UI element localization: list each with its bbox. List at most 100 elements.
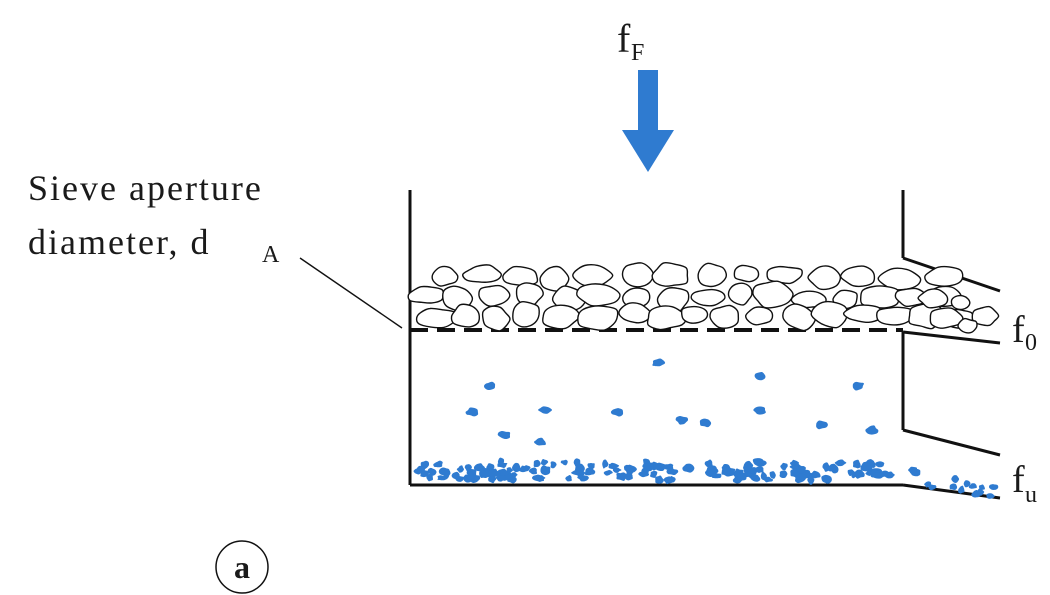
fine-particle <box>488 468 501 478</box>
fine-particle <box>666 468 679 476</box>
fine-particle <box>807 475 815 485</box>
fine-particle <box>816 420 828 430</box>
coarse-particle <box>407 285 445 304</box>
overflow-label-main: f <box>1012 309 1025 351</box>
coarse-particle <box>478 284 511 307</box>
fine-particle <box>755 460 767 467</box>
coarse-particle <box>576 283 621 307</box>
fine-particle <box>988 484 999 490</box>
fine-particle <box>963 480 971 488</box>
fine-particle <box>652 358 666 367</box>
feed-label-sub: F <box>631 40 644 66</box>
fine-particle <box>433 460 443 468</box>
coarse-particle <box>709 304 740 329</box>
fine-particle <box>506 467 514 474</box>
fine-particle <box>795 465 806 474</box>
coarse-particle <box>840 265 876 288</box>
coarse-particle <box>929 307 964 329</box>
underflow-chute <box>902 483 1001 500</box>
fine-particle <box>612 467 622 473</box>
coarse-particle <box>512 300 540 328</box>
coarse-particle <box>481 305 511 332</box>
fine-particle <box>638 470 650 478</box>
coarse-particle <box>618 302 652 324</box>
coarse-particle <box>894 287 929 308</box>
fine-particle <box>924 481 932 488</box>
fine-particle <box>756 466 764 473</box>
fine-particle <box>616 472 627 481</box>
fine-particle <box>865 470 872 476</box>
coarse-particle <box>502 265 539 286</box>
aperture-label-line1: Sieve aperture <box>28 168 263 208</box>
fine-particle <box>908 466 918 475</box>
fine-particle <box>780 462 788 471</box>
coarse-particle <box>621 262 654 288</box>
fine-particle <box>860 462 872 472</box>
coarse-particle <box>572 263 614 288</box>
fine-particle <box>699 418 712 428</box>
fine-particle <box>465 473 476 480</box>
fine-particle <box>853 469 865 479</box>
coarse-particle <box>577 305 619 331</box>
fine-particle <box>602 459 609 469</box>
coarse-particle <box>876 306 914 326</box>
fine-particle <box>426 473 434 482</box>
coarse-particle <box>950 294 971 311</box>
down-arrow-icon <box>622 70 674 172</box>
fine-particle <box>497 430 511 440</box>
fine-particle <box>826 464 834 471</box>
fine-particle <box>721 464 731 472</box>
coarse-particle <box>957 317 978 334</box>
fine-particle <box>497 457 505 467</box>
fine-particle <box>603 469 613 476</box>
underflow-label: f u <box>1012 459 1037 508</box>
coarse-particle <box>766 265 803 285</box>
coarse-particle <box>733 264 760 283</box>
fine-particle <box>986 493 995 499</box>
coarse-particle <box>782 303 817 332</box>
fine-particle <box>675 416 689 425</box>
fine-particle <box>560 459 568 466</box>
coarse-particle <box>462 264 503 283</box>
fine-particle <box>951 475 960 483</box>
coarse-particle <box>842 304 881 324</box>
fine-particle <box>571 469 583 476</box>
fine-particle <box>573 458 581 468</box>
coarse-particle <box>810 300 848 329</box>
fine-particle <box>664 463 674 470</box>
coarse-particle <box>450 303 481 328</box>
coarse-particle <box>971 305 1000 327</box>
fine-particle <box>512 462 521 473</box>
fine-particle <box>465 407 479 417</box>
fine-particle <box>834 459 847 467</box>
fine-particle <box>949 483 958 490</box>
fine-particle <box>584 466 596 476</box>
overflow-label-sub: 0 <box>1025 330 1037 356</box>
coarse-particles <box>407 261 1000 334</box>
fine-particle <box>853 459 861 469</box>
fine-particle <box>427 467 437 476</box>
fine-particles <box>413 358 999 499</box>
panel-label: a <box>215 540 269 594</box>
fine-particle <box>779 470 788 479</box>
fine-particle <box>682 463 695 473</box>
fine-particle <box>540 458 549 466</box>
underflow-chute-top <box>902 428 1001 457</box>
fine-particle <box>747 467 756 474</box>
sieve-vessel <box>408 190 1001 500</box>
coarse-particle <box>541 304 581 330</box>
coarse-particle <box>415 307 457 329</box>
fine-particle <box>847 469 854 477</box>
coarse-particle <box>431 265 459 287</box>
fine-particle <box>550 461 557 469</box>
fine-particle <box>533 459 541 468</box>
feed-label-main: f <box>617 16 631 61</box>
fine-particle <box>789 459 800 466</box>
fine-particle <box>456 465 464 473</box>
fine-particle <box>528 467 538 475</box>
overflow-chute-bottom <box>902 330 1001 345</box>
fine-particle <box>610 408 624 417</box>
coarse-particle <box>807 265 842 291</box>
aperture-label: Sieve aperture diameter, d A <box>28 168 280 268</box>
fine-particle <box>760 470 767 481</box>
